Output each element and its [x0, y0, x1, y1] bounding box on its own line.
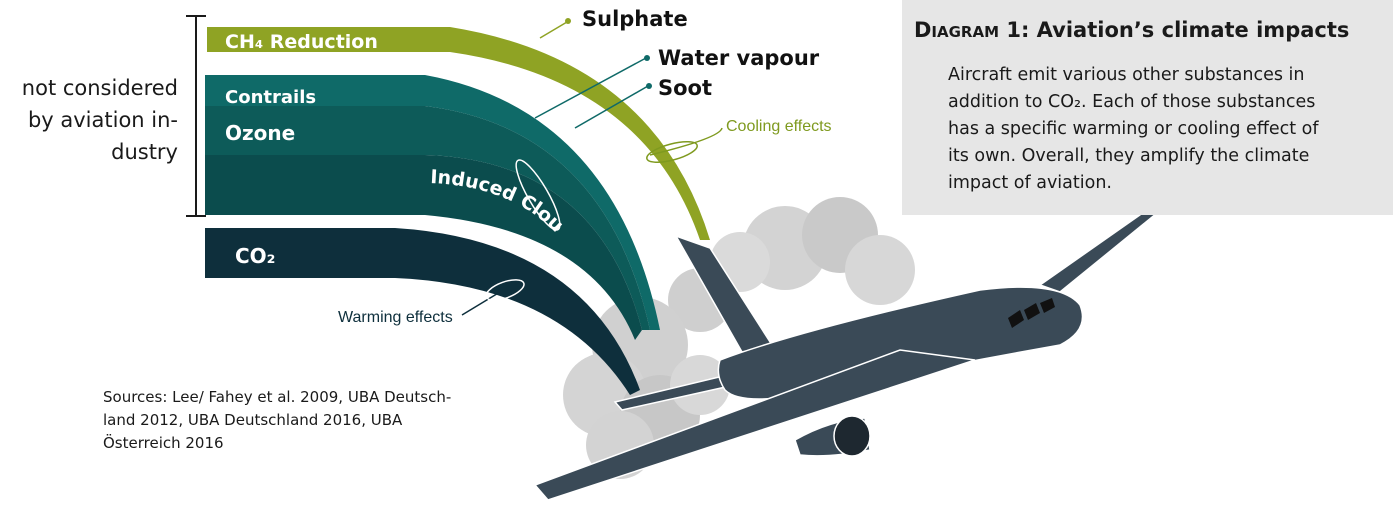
contrails-band: [205, 75, 660, 330]
co2-band: [205, 228, 640, 395]
cockpit-windows: [1008, 298, 1055, 328]
sulphate-callout: Sulphate: [582, 7, 688, 31]
not-considered-bracket: [186, 15, 206, 217]
info-body: Aircraft emit various other substances i…: [948, 65, 1319, 193]
warming-effects-label: Warming effects: [338, 309, 453, 326]
soot-callout: Soot: [658, 76, 712, 100]
ch4-reduction-label: CH₄ Reduction: [225, 31, 378, 53]
co2-label: CO₂: [235, 244, 275, 268]
ozone-band: [205, 106, 650, 330]
sources-note: Sources: Lee/ Fahey et al. 2009, UBA Deu…: [103, 388, 452, 452]
diagram-heading: Aviation’s climate impacts: [1036, 18, 1350, 42]
contrails-label: Contrails: [225, 87, 316, 108]
diagram-label: Diagram 1:: [914, 18, 1030, 42]
ch4-reduction-band: [207, 27, 710, 240]
info-title: Diagram 1: Aviation’s climate impacts: [914, 18, 1349, 42]
airplane-illustration: [533, 201, 1164, 501]
not-considered-note: not considered by aviation in- dustry: [21, 76, 178, 164]
callout-lines: [461, 18, 723, 316]
info-box: Diagram 1: Aviation’s climate impacts Ai…: [902, 0, 1393, 215]
cooling-effects-label: Cooling effects: [726, 118, 832, 135]
ozone-label: Ozone: [225, 121, 295, 145]
cloudiness-band: [205, 155, 642, 340]
water-vapour-callout: Water vapour: [658, 46, 820, 70]
